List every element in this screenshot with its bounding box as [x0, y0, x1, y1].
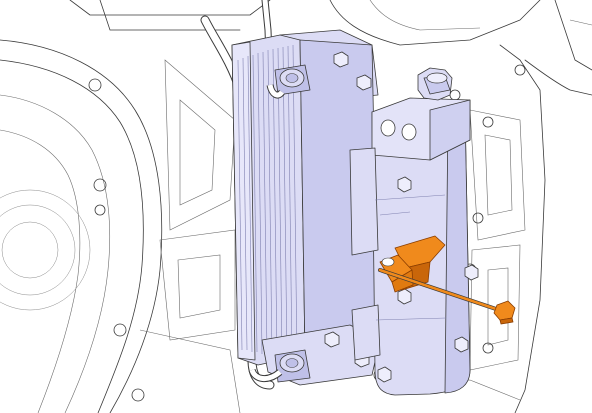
cooler-hose-lower [248, 368, 283, 382]
release-pin-tool [378, 268, 516, 325]
oil-cooler [231, 29, 381, 386]
retaining-clip-tool [379, 235, 446, 293]
cooler-hose-upper [266, 84, 285, 99]
